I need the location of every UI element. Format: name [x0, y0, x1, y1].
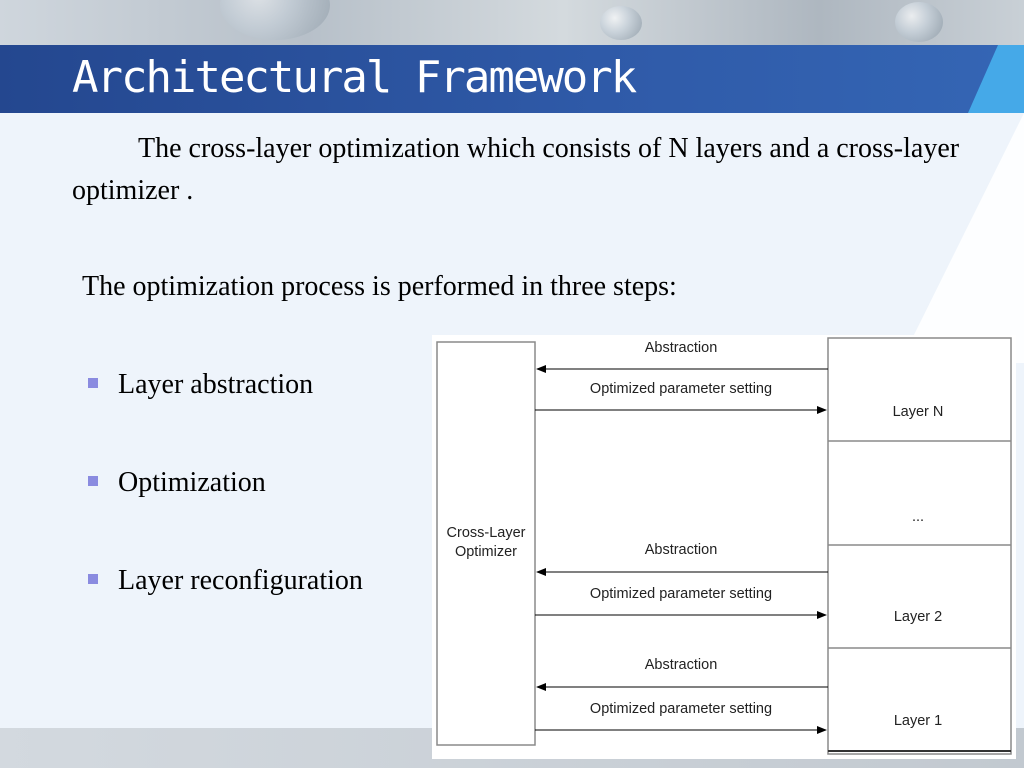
layer-label-1: Layer 1 — [894, 713, 942, 729]
list-item: Layer abstraction — [88, 364, 363, 462]
abstraction-label: Abstraction — [645, 542, 718, 558]
water-drop-decoration — [600, 6, 642, 40]
steps-intro: The optimization process is performed in… — [82, 271, 677, 302]
parameter-setting-label: Optimized parameter setting — [590, 701, 772, 717]
layer-label-n: Layer N — [893, 404, 944, 420]
optimizer-box — [436, 341, 536, 746]
water-drop-decoration — [220, 0, 330, 40]
steps-list: Layer abstraction Optimization Layer rec… — [88, 364, 363, 658]
bullet-square-icon — [88, 378, 98, 388]
optimizer-label-line1: Cross-Layer — [447, 525, 526, 541]
intro-paragraph: The cross-layer optimization which consi… — [72, 133, 960, 206]
abstraction-label: Abstraction — [645, 657, 718, 673]
header-photo-strip — [0, 0, 1024, 46]
architecture-diagram: Cross-Layer Optimizer Layer N ... Layer … — [432, 335, 1016, 759]
water-drop-decoration — [895, 2, 943, 42]
bullet-text: Layer reconfiguration — [118, 565, 363, 596]
bullet-text: Optimization — [118, 467, 266, 498]
arrow-group-layer-2: Abstraction Optimized parameter setting — [535, 542, 828, 619]
list-item: Optimization — [88, 462, 363, 560]
arrow-group-layer-1: Abstraction Optimized parameter setting — [535, 657, 828, 734]
abstraction-label: Abstraction — [645, 340, 718, 356]
parameter-setting-label: Optimized parameter setting — [590, 381, 772, 397]
title-band — [0, 45, 1000, 113]
layer-label-ellipsis: ... — [912, 509, 924, 525]
optimizer-label-line2: Optimizer — [455, 544, 517, 560]
arrow-group-layer-n: Abstraction Optimized parameter setting — [535, 340, 828, 414]
bullet-square-icon — [88, 476, 98, 486]
list-item: Layer reconfiguration — [88, 560, 363, 658]
layers-stack — [827, 337, 1012, 755]
slide-title: Architectural Framework — [72, 52, 637, 103]
parameter-setting-label: Optimized parameter setting — [590, 586, 772, 602]
layer-label-2: Layer 2 — [894, 609, 942, 625]
architecture-diagram-svg: Cross-Layer Optimizer Layer N ... Layer … — [436, 337, 1012, 755]
bullet-square-icon — [88, 574, 98, 584]
bullet-text: Layer abstraction — [118, 369, 314, 400]
